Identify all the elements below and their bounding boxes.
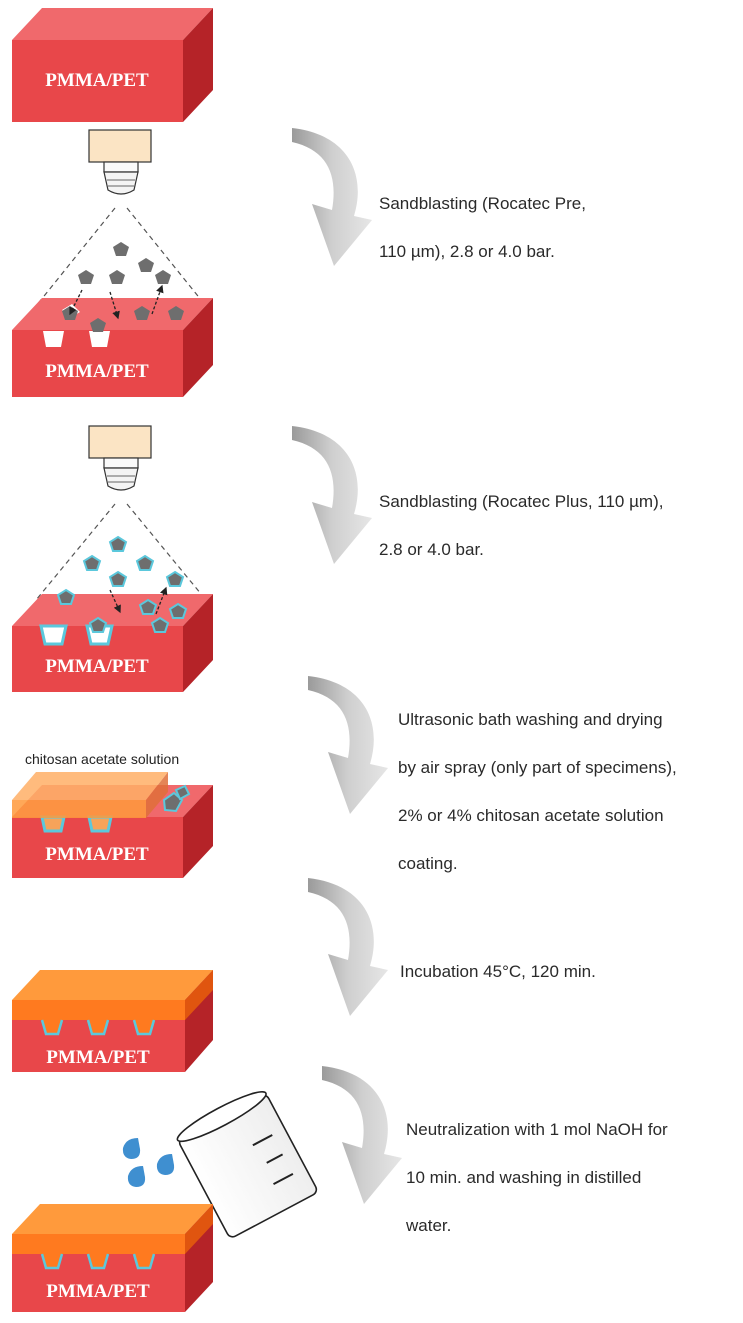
block-6-final: PMMA/PET (12, 1204, 213, 1312)
spray-cone (35, 207, 207, 307)
block-1-plain: PMMA/PET (12, 8, 213, 122)
particle-icon (88, 616, 108, 633)
step-line: Sandblasting (Rocatec Pre, (379, 194, 586, 213)
spray-cone (35, 503, 207, 601)
coating-front (12, 1000, 185, 1020)
water-droplet-icon (127, 1166, 146, 1187)
block-side (183, 594, 213, 692)
coating-side (185, 970, 213, 1020)
particle-icon (78, 270, 94, 284)
particle-icon (165, 570, 185, 587)
particle-icon (134, 306, 150, 320)
curved-arrow-icon (308, 878, 388, 1016)
step-5-description: Neutralization with 1 mol NaOH for 10 mi… (406, 1094, 668, 1262)
coating-pits (12, 1250, 185, 1268)
water-droplet-icon (156, 1154, 175, 1175)
coating-top (12, 970, 213, 1000)
impact-arrow (109, 589, 121, 614)
step-line: 10 min. and washing in distilled (406, 1168, 642, 1187)
block-label: PMMA/PET (45, 844, 149, 865)
step-line: water. (406, 1216, 452, 1235)
particle-icon (138, 598, 158, 615)
coated-pit (87, 815, 113, 833)
particle-icon (168, 602, 188, 619)
particles-group-1 (62, 242, 184, 332)
coating-label: chitosan acetate solution (25, 751, 179, 767)
step-line: 2% or 4% chitosan acetate solution (398, 806, 664, 825)
coating-front (12, 1234, 185, 1254)
particle-icon (150, 616, 170, 633)
coated-pit (40, 815, 66, 833)
step-line: by air spray (only part of specimens), (398, 758, 677, 777)
coating-pits (12, 1016, 185, 1034)
particle-icon (138, 258, 154, 272)
impact-arrow (109, 291, 120, 320)
silica-interface (40, 1253, 156, 1270)
block-front (12, 40, 183, 122)
silica-interface (40, 1019, 156, 1036)
coated-pit (39, 624, 68, 646)
block-5-incubated: PMMA/PET (12, 970, 213, 1072)
particle-icon (82, 554, 102, 571)
particle-icon (56, 588, 76, 605)
step-line: 110 µm), 2.8 or 4.0 bar. (379, 242, 555, 261)
particle-icon (174, 784, 191, 801)
particle-icon (155, 270, 171, 284)
water-droplets (122, 1138, 175, 1187)
step-line: Sandblasting (Rocatec Plus, 110 µm), (379, 492, 664, 511)
block-label: PMMA/PET (46, 1047, 150, 1068)
sandblasting-nozzle-icon (88, 129, 152, 195)
particle-icon (90, 318, 106, 332)
surface-pit (89, 331, 110, 347)
step-2-description: Sandblasting (Rocatec Plus, 110 µm), 2.8… (379, 466, 663, 586)
block-label: PMMA/PET (45, 656, 149, 677)
particle-icon (108, 535, 128, 552)
curved-arrow-icon (322, 1066, 402, 1204)
step-line: 2.8 or 4.0 bar. (379, 540, 484, 559)
particles-group-2 (56, 535, 188, 633)
beaker-icon (176, 1090, 318, 1238)
block-side (183, 785, 213, 878)
particle-icon (109, 270, 125, 284)
particle-icon (135, 554, 155, 571)
particle-icon (113, 242, 129, 256)
curved-arrow-icon (292, 128, 372, 266)
step-1-description: Sandblasting (Rocatec Pre, 110 µm), 2.8 … (379, 168, 586, 288)
block-4-coating-application: PMMA/PET (12, 772, 213, 878)
coating-side (185, 1204, 213, 1254)
particle-icon (168, 306, 184, 320)
curved-arrow-icon (308, 676, 388, 814)
step-line: Neutralization with 1 mol NaOH for (406, 1120, 668, 1139)
block-label: PMMA/PET (45, 70, 149, 91)
coating-top (12, 1204, 213, 1234)
particle-icon (162, 791, 184, 813)
step-3-description: Ultrasonic bath washing and drying by ai… (398, 684, 677, 900)
particle-icon (108, 570, 128, 587)
water-droplet-icon (122, 1138, 141, 1159)
block-side (183, 298, 213, 397)
block-top (12, 8, 213, 40)
sandblasting-nozzle-icon (88, 425, 152, 491)
block-label: PMMA/PET (45, 361, 149, 382)
impact-arrow (69, 289, 83, 316)
step-line: coating. (398, 854, 458, 873)
step-line: Ultrasonic bath washing and drying (398, 710, 663, 729)
step-line: Incubation 45°C, 120 min. (400, 962, 596, 981)
block-2-sandblasted: PMMA/PET (12, 298, 213, 397)
block-side (183, 8, 213, 122)
surface-pit (43, 331, 64, 347)
curved-arrow-icon (292, 426, 372, 564)
block-label: PMMA/PET (46, 1281, 150, 1302)
chitosan-solution-layer (12, 772, 168, 818)
step-4-description: Incubation 45°C, 120 min. (400, 936, 596, 1008)
